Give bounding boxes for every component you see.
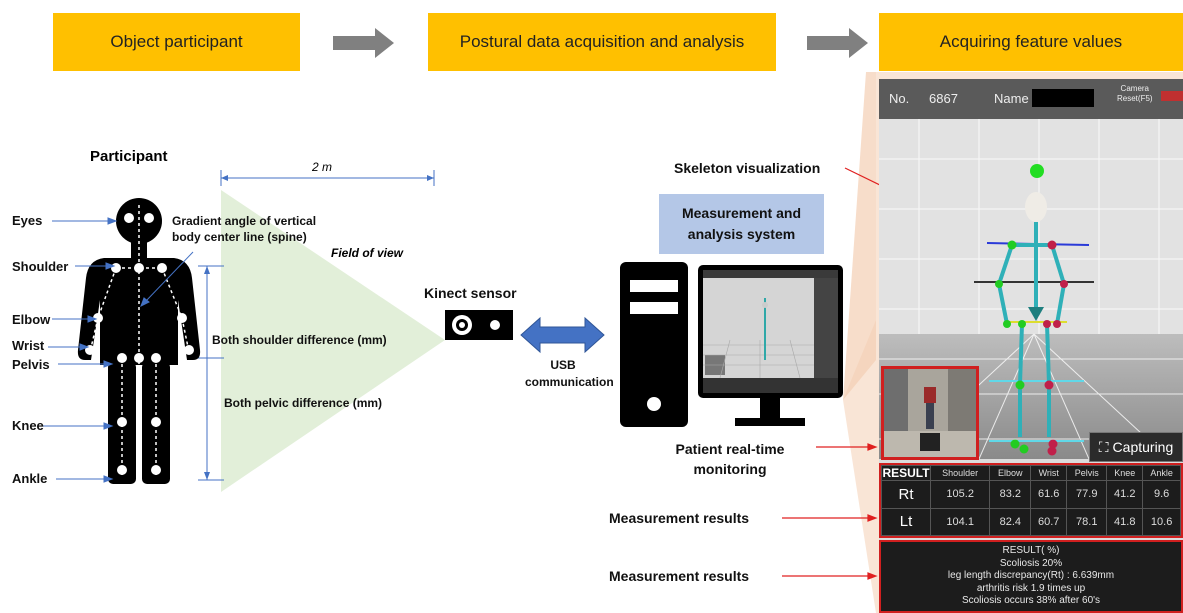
camera-thumbnail[interactable] — [881, 366, 979, 460]
monitoring-label-2: monitoring — [693, 461, 767, 477]
distance-label: 2 m — [312, 160, 333, 174]
pelvic-diff-label: Both pelvic difference (mm) — [224, 396, 383, 410]
results-annotation-2: Measurement results — [609, 568, 750, 584]
camera-reset-button[interactable]: Camera Reset(F5) — [1117, 84, 1153, 104]
stage-arrow — [333, 28, 394, 58]
results-annotation-1: Measurement results — [609, 510, 750, 526]
capturing-button[interactable]: ⛶ Capturing — [1089, 432, 1183, 462]
figure-joints — [85, 213, 194, 475]
field-of-view-label: Field of view — [331, 246, 404, 260]
result-header: RESULT — [881, 465, 931, 481]
label-ankle: Ankle — [12, 471, 48, 486]
stage-object-participant: Object participant — [53, 13, 300, 71]
table-cell: 10.6 — [1142, 507, 1181, 536]
table-cell: 41.2 — [1106, 480, 1144, 509]
stage-label: Object participant — [110, 32, 243, 51]
table-row-lt: Lt 104.1 82.4 60.7 78.1 41.8 10.6 — [881, 507, 1181, 536]
field-of-view-triangle — [221, 190, 445, 492]
shoulder-diff-label: Both shoulder difference (mm) — [212, 333, 387, 347]
result-table-panel: RESULT Shoulder Elbow Wrist Pelvis Knee … — [879, 463, 1183, 538]
table-cell: 83.2 — [989, 480, 1032, 509]
summary-panel: RESULT( %) Scoliosis 20% leg length disc… — [879, 540, 1183, 613]
system-label-1: Measurement and — [681, 205, 802, 221]
col-header: Wrist — [1030, 465, 1068, 481]
number-label: No. — [889, 91, 910, 106]
system-label-2: analysis system — [687, 226, 796, 242]
app-top-bar: No. 6867 Name . Camera Reset(F5) — [879, 79, 1183, 119]
status-indicator — [1161, 91, 1183, 101]
table-cell: 9.6 — [1142, 480, 1181, 509]
table-cell: 104.1 — [929, 507, 991, 536]
col-header: Knee — [1106, 465, 1144, 481]
monitoring-label-1: Patient real-time — [675, 441, 785, 457]
table-cell: 105.2 — [929, 480, 991, 509]
kinect-label: Kinect sensor — [424, 285, 517, 301]
table-cell: 78.1 — [1066, 507, 1108, 536]
result-table: RESULT Shoulder Elbow Wrist Pelvis Knee … — [881, 465, 1181, 536]
stage-label: Postural data acquisition and analysis — [459, 32, 745, 51]
col-header: Ankle — [1142, 465, 1181, 481]
app-panel: No. 6867 Name . Camera Reset(F5) — [879, 79, 1183, 613]
col-header: Pelvis — [1066, 465, 1108, 481]
label-elbow: Elbow — [12, 312, 51, 327]
label-shoulder: Shoulder — [12, 259, 69, 274]
usb-arrow — [520, 316, 605, 354]
name-redacted — [1032, 89, 1094, 107]
table-cell: 60.7 — [1030, 507, 1068, 536]
table-row-rt: Rt 105.2 83.2 61.6 77.9 41.2 9.6 — [881, 480, 1181, 509]
table-cell: 61.6 — [1030, 480, 1068, 509]
spine-label-1: Gradient angle of vertical — [172, 214, 317, 228]
usb-label-2: communication — [525, 375, 614, 389]
table-cell: 41.8 — [1106, 507, 1144, 536]
summary-line: RESULT( %) — [1002, 545, 1060, 556]
stage-feature-values: Acquiring feature values — [879, 13, 1183, 71]
capturing-label: Capturing — [1112, 439, 1174, 455]
stage-arrow — [807, 28, 868, 58]
stage-label: Acquiring feature values — [939, 32, 1123, 51]
skeleton-annotation: Skeleton visualization — [674, 160, 821, 176]
side-label: Rt — [881, 480, 931, 509]
label-wrist: Wrist — [12, 338, 45, 353]
projection-area-upper — [843, 72, 876, 400]
label-eyes: Eyes — [12, 213, 43, 228]
summary-line: arthritis risk 1.9 times up — [976, 582, 1086, 594]
camera-reset-line-1: Camera — [1120, 84, 1149, 93]
side-label: Lt — [881, 507, 931, 536]
system-box — [659, 194, 824, 254]
spine-label-2: body center line (spine) — [172, 230, 307, 244]
label-knee: Knee — [12, 418, 44, 433]
col-header: Elbow — [989, 465, 1032, 481]
table-cell: 77.9 — [1066, 480, 1108, 509]
summary-line: Scoliosis 20% — [999, 557, 1063, 569]
participant-title: Participant — [90, 148, 168, 165]
label-pelvis: Pelvis — [12, 357, 50, 372]
name-label: Name . — [994, 91, 1036, 106]
summary-line: Scoliosis occurs 38% after 60's — [961, 595, 1101, 606]
stage-postural-data: Postural data acquisition and analysis — [428, 13, 776, 71]
camera-reset-line-2: Reset(F5) — [1117, 94, 1153, 103]
capture-icon: ⛶ — [1098, 438, 1109, 455]
col-header: Shoulder — [929, 465, 991, 481]
usb-label-1: USB — [550, 358, 576, 372]
skeleton-model — [974, 164, 1094, 456]
table-cell: 82.4 — [989, 507, 1032, 536]
number-value: 6867 — [929, 91, 958, 106]
summary-line: leg length discrepancy(Rt) : 6.639mm — [947, 570, 1115, 581]
